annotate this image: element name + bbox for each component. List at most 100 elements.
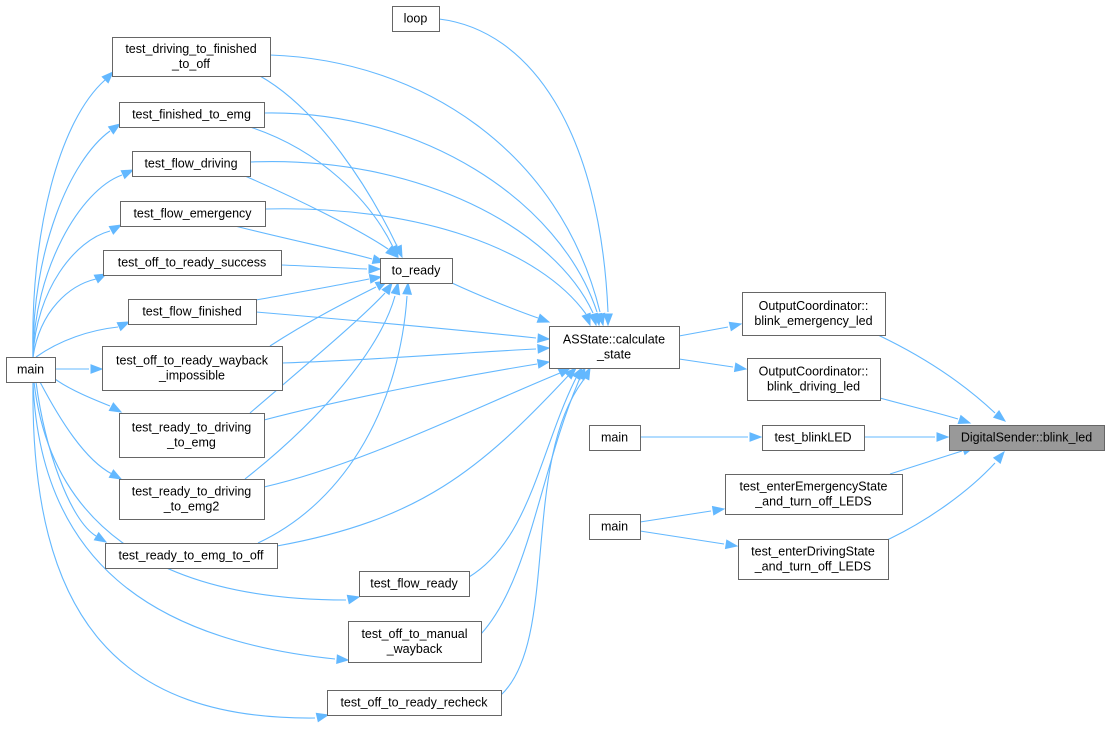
arrow-head-icon [107, 123, 122, 135]
edge-t_rdy_emg_off-to-to_ready [257, 281, 413, 544]
edge-t_rdy_drv_emg-to-asstate [263, 359, 551, 421]
arrow-head-icon [108, 469, 123, 480]
arrow-head-icon [603, 313, 613, 327]
edge-line [269, 54, 601, 313]
arrow-head-icon [368, 264, 382, 274]
node-box [132, 151, 251, 177]
edge-t_off_ready_recheck-to-asstate [500, 366, 591, 696]
edge-t_fin_emg-to-to_ready [249, 126, 399, 259]
arrow-head-icon [711, 505, 726, 516]
node-box [742, 292, 886, 336]
node-oc-emg[interactable]: OutputCoordinator::blink_emergency_led [742, 292, 886, 336]
node-t-drv-fin-off[interactable]: test_driving_to_finished_to_off [112, 37, 271, 77]
node-label: main [601, 431, 628, 445]
node-box [112, 37, 271, 77]
edge-t_flow_drv-to-to_ready [244, 175, 399, 258]
edge-t_rdy_drv_emg-to-to_ready [249, 281, 393, 414]
node-t-off-ready-wb[interactable]: test_off_to_ready_wayback_impossible [102, 346, 283, 391]
edge-oc_drv-to-digital_sender [879, 397, 972, 425]
node-t-off-manual-wb[interactable]: test_off_to_manual_wayback [348, 621, 482, 663]
edge-line [244, 175, 389, 250]
node-t-off-ready-recheck[interactable]: test_off_to_ready_recheck [327, 690, 502, 716]
node-box [119, 479, 265, 520]
node-label: _state [596, 348, 631, 362]
node-t-flow-drv[interactable]: test_flow_driving [132, 151, 251, 177]
arrow-head-icon [992, 409, 1007, 422]
node-label: _impossible [158, 369, 225, 383]
arrow-head-icon [385, 245, 399, 258]
node-label: test_enterEmergencyState [740, 480, 888, 494]
node-box [392, 6, 440, 32]
edge-main_left-to-t_flow_fin [35, 321, 131, 358]
edge-main_left-to-t_off_manual_wb [32, 381, 350, 665]
node-t-fin-emg[interactable]: test_finished_to_emg [119, 102, 265, 128]
node-main-mid1[interactable]: main [589, 425, 641, 451]
node-label: _and_turn_off_LEDS [754, 495, 872, 509]
node-label: _and_turn_off_LEDS [754, 560, 872, 574]
edge-line [884, 462, 996, 542]
node-label: blink_driving_led [767, 380, 860, 394]
edge-main_left-to-t_fin_emg [32, 123, 122, 358]
edge-line [35, 381, 97, 537]
edge-line [35, 326, 119, 358]
node-t-rdy-drv-emg[interactable]: test_ready_to_driving_to_emg [119, 413, 265, 458]
node-t-flow-emg[interactable]: test_flow_emergency [120, 201, 266, 227]
arrow-head-icon [537, 343, 551, 354]
node-t-rdy-drv-emg2[interactable]: test_ready_to_driving_to_emg2 [119, 479, 265, 520]
arrow-head-icon [390, 281, 401, 296]
node-t-flow-fin[interactable]: test_flow_finished [128, 299, 257, 325]
edge-line [249, 292, 386, 414]
edge-main_mid1-to-t_blinkled [640, 432, 763, 442]
node-t-rdy-emg-off[interactable]: test_ready_to_emg_to_off [105, 543, 278, 569]
arrow-head-icon [120, 169, 135, 180]
node-box [105, 543, 278, 569]
node-label: test_flow_driving [144, 157, 237, 171]
edge-line [269, 286, 377, 347]
node-box [762, 425, 865, 451]
edge-line [234, 225, 373, 260]
node-box [589, 425, 641, 451]
arrow-head-icon [749, 432, 763, 442]
node-main-left[interactable]: main [6, 357, 56, 383]
node-box [949, 425, 1105, 451]
arrow-head-icon [728, 321, 743, 332]
node-loop[interactable]: loop [392, 6, 440, 32]
node-box [327, 690, 502, 716]
node-digital-sender[interactable]: DigitalSender::blink_led [949, 425, 1105, 451]
edge-line [32, 130, 111, 358]
node-t-off-ready-succ[interactable]: test_off_to_ready_success [103, 250, 282, 276]
node-label: OutputCoordinator:: [759, 365, 869, 379]
node-oc-drv[interactable]: OutputCoordinator::blink_driving_led [747, 358, 881, 401]
edge-asstate-to-oc_drv [678, 358, 748, 373]
node-box [120, 201, 266, 227]
edge-line [244, 295, 396, 480]
node-t-enter-emg[interactable]: test_enterEmergencyState_and_turn_off_LE… [725, 474, 903, 515]
edge-line [281, 348, 537, 364]
node-t-enter-drv[interactable]: test_enterDrivingState_and_turn_off_LEDS [738, 539, 889, 580]
arrow-head-icon [588, 312, 598, 327]
arrow-head-icon [733, 362, 748, 373]
edge-line [877, 334, 996, 414]
node-label: _wayback [386, 642, 443, 656]
node-asstate[interactable]: ASState::calculate_state [549, 326, 680, 369]
edges-layer [32, 18, 1007, 723]
node-label: test_driving_to_finished [125, 42, 256, 56]
node-to-ready[interactable]: to_ready [380, 258, 453, 284]
node-t-blinkled[interactable]: test_blinkLED [762, 425, 865, 451]
node-label: test_off_to_ready_success [118, 256, 266, 270]
node-t-flow-ready[interactable]: test_flow_ready [359, 571, 470, 597]
arrow-head-icon [381, 281, 393, 296]
edge-t_off_manual_wb-to-asstate [480, 366, 586, 635]
arrow-head-icon [315, 712, 330, 723]
node-label: loop [404, 12, 428, 26]
node-label: test_off_to_ready_recheck [340, 696, 488, 710]
arrow-head-icon [564, 367, 577, 380]
edge-line [263, 363, 538, 421]
edge-line [879, 397, 959, 420]
node-box [348, 621, 482, 663]
edge-line [276, 375, 569, 547]
edge-line [32, 278, 97, 358]
node-label: _to_emg [166, 436, 216, 450]
node-main-mid2[interactable]: main [589, 514, 641, 540]
